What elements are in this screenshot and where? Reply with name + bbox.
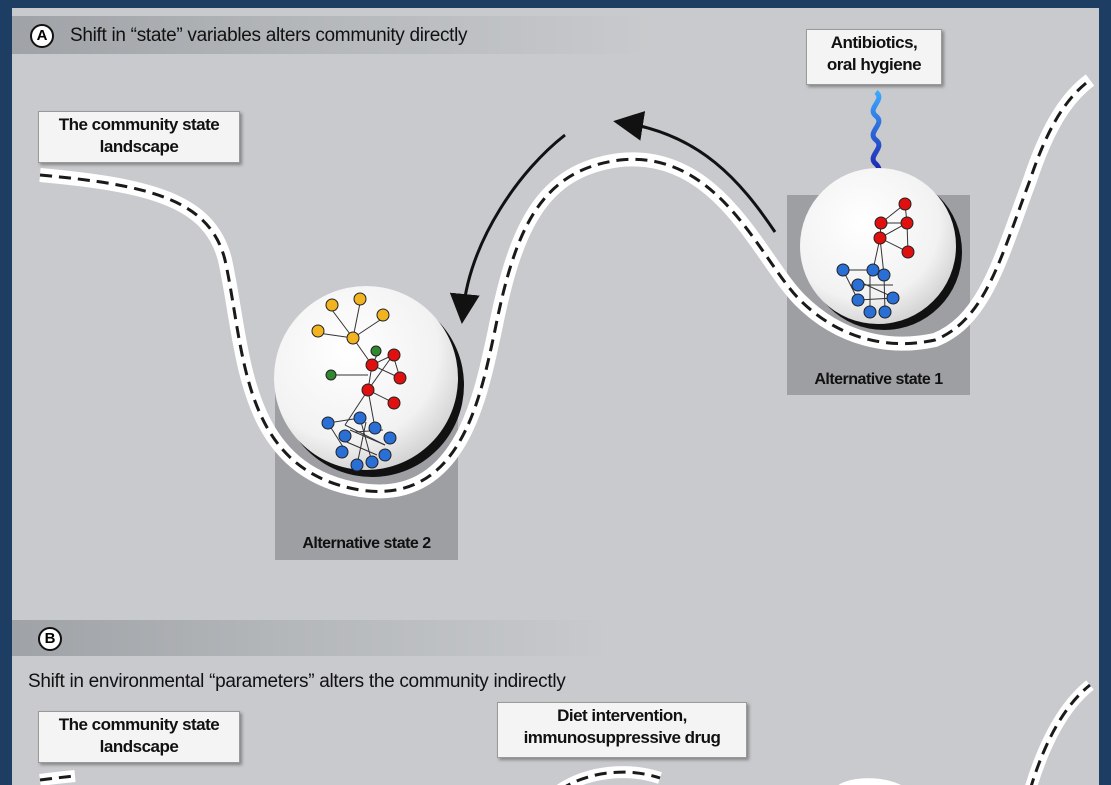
panel-b-header bbox=[12, 620, 612, 656]
perturbation-wave-a bbox=[870, 90, 882, 180]
transition-arrow-lower bbox=[449, 133, 566, 324]
state1-label: Alternative state 1 bbox=[814, 371, 943, 388]
panel-b-landscape-label: The community state landscape bbox=[38, 711, 240, 763]
state2-label: Alternative state 2 bbox=[302, 535, 431, 552]
panel-b-perturbation-label: Diet intervention, immunosuppressive dru… bbox=[497, 702, 747, 758]
panel-a-perturbation-line2: oral hygiene bbox=[826, 55, 922, 74]
panel-a-letter: A bbox=[30, 24, 54, 48]
panel-a-title: Shift in “state” variables alters commun… bbox=[70, 25, 468, 46]
transition-arrow-upper bbox=[613, 111, 777, 233]
landscape-curve-b bbox=[39, 680, 1094, 785]
panel-b-perturbation-line2: immunosuppressive drug bbox=[523, 728, 721, 747]
panel-b-title: Shift in environmental “parameters” alte… bbox=[28, 671, 566, 692]
landscape-curve-a bbox=[39, 74, 1095, 499]
panel-b-perturbation-line1: Diet intervention, bbox=[557, 706, 687, 725]
community-ball-state2 bbox=[274, 286, 464, 477]
community-ball-state1 bbox=[800, 168, 962, 330]
panel-a-perturbation-label: Antibiotics, oral hygiene bbox=[806, 29, 942, 85]
panel-a-perturbation-line1: Antibiotics, bbox=[830, 33, 918, 52]
panel-a-landscape-label: The community state landscape bbox=[38, 111, 240, 163]
panel-a-header bbox=[12, 16, 652, 54]
panel-b-letter: B bbox=[38, 627, 62, 651]
